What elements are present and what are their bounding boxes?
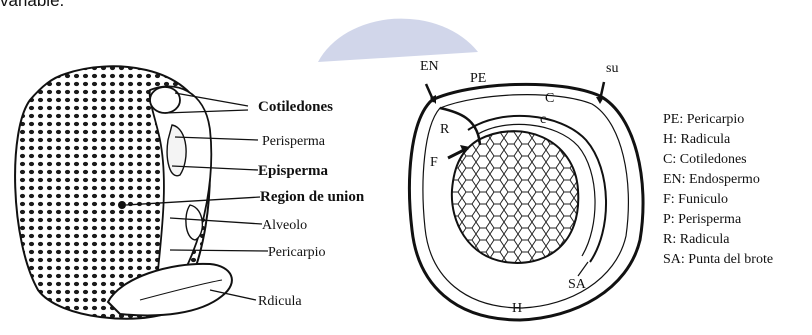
- legend-item: EN: Endospermo: [663, 172, 760, 187]
- left-seed-drawing: Cotiledones Perisperma Episperma Region …: [15, 66, 365, 318]
- label-perisperma: Perisperma: [262, 134, 326, 149]
- perisperm-mesh: [452, 131, 578, 263]
- label-episperma: Episperma: [258, 163, 329, 179]
- label-pericarpio: Pericarpio: [268, 245, 326, 260]
- legend-item: C: Cotiledones: [663, 152, 747, 167]
- cotyledon-shape: [150, 87, 180, 113]
- legend-item: R: Radicula: [663, 232, 730, 247]
- legend-item: P: Perisperma: [663, 212, 742, 227]
- label-c-inner: c: [540, 112, 546, 127]
- label-pe: PE: [470, 71, 486, 86]
- label-f: F: [430, 155, 438, 170]
- label-r: R: [440, 122, 450, 137]
- partial-caption-text: variable.: [0, 0, 64, 11]
- legend: PE: Pericarpio H: Radicula C: Cotiledone…: [663, 112, 773, 267]
- label-alveolo: Alveolo: [262, 218, 307, 233]
- label-h: H: [512, 301, 522, 316]
- label-c-outer: C: [545, 91, 554, 106]
- legend-item: F: Funiculo: [663, 192, 728, 207]
- label-sa: SA: [568, 277, 587, 292]
- legend-item: PE: Pericarpio: [663, 112, 744, 127]
- label-rdicula: Rdicula: [258, 294, 302, 309]
- label-su: su: [606, 61, 618, 76]
- legend-item: H: Radicula: [663, 132, 731, 147]
- watermark-shape: [318, 19, 478, 62]
- legend-item: SA: Punta del brote: [663, 252, 773, 267]
- label-region-de-union: Region de union: [260, 189, 365, 205]
- label-cotiledones: Cotiledones: [258, 99, 333, 115]
- label-en: EN: [420, 59, 439, 74]
- right-seed-drawing: EN PE su C c R F SA H: [409, 59, 643, 320]
